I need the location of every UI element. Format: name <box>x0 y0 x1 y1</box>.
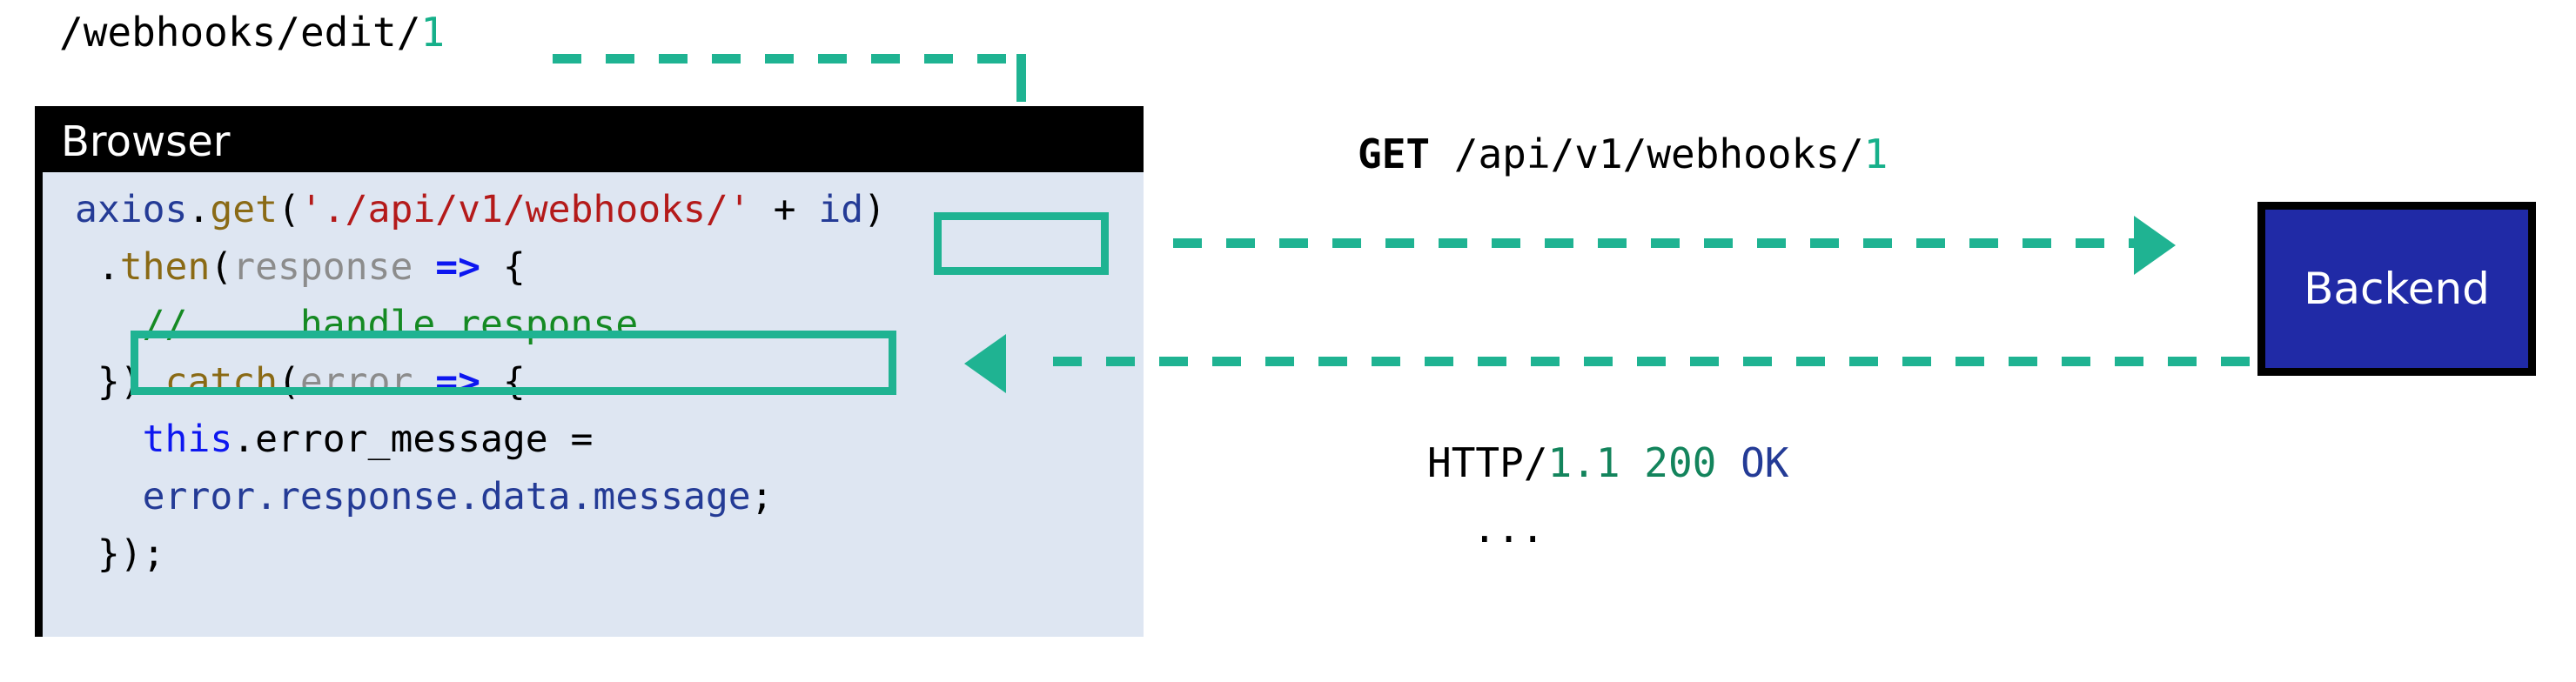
code-token: ; <box>750 475 774 518</box>
url-drop-segment-upper <box>1016 54 1026 102</box>
code-token: get <box>210 188 278 231</box>
response-space <box>1716 439 1741 486</box>
response-ellipsis: ... <box>1472 505 1546 552</box>
code-block: axios.get('./api/v1/webhooks/' + id) .th… <box>75 181 886 583</box>
highlight-box-id-concat <box>934 212 1109 275</box>
arrowhead-left-icon <box>964 334 1006 393</box>
request-path-text: /api/v1/webhooks/ <box>1453 130 1864 177</box>
request-method-text: GET <box>1358 130 1431 177</box>
code-token: .error_message = <box>232 418 594 461</box>
request-dashed-line <box>1173 238 2137 248</box>
code-token <box>75 475 143 518</box>
url-path-text: /webhooks/edit/ <box>59 9 421 56</box>
code-token: ) <box>863 188 887 231</box>
browser-code-area: axios.get('./api/v1/webhooks/' + id) .th… <box>35 172 1144 637</box>
url-to-code-dashed-line <box>553 54 1026 64</box>
code-line: axios.get('./api/v1/webhooks/' + id) <box>75 181 886 238</box>
code-token: => <box>435 245 481 289</box>
code-token: . <box>187 188 211 231</box>
url-label: /webhooks/edit/1 <box>59 9 445 56</box>
code-token: axios <box>75 188 188 231</box>
browser-window: Browser axios.get('./api/v1/webhooks/' +… <box>35 106 1144 637</box>
backend-box: Backend <box>2257 202 2536 376</box>
code-line: }).catch(error => { <box>75 353 886 411</box>
code-token: catch <box>164 360 278 404</box>
response-ok-text: OK <box>1741 439 1789 486</box>
url-id-text: 1 <box>420 9 446 56</box>
code-token <box>751 188 774 231</box>
code-token <box>75 418 143 461</box>
code-token: => <box>435 360 481 404</box>
request-space <box>1430 130 1454 177</box>
code-line: this.error_message = <box>75 411 886 468</box>
code-token: . <box>75 245 120 289</box>
code-line: error.response.data.message; <box>75 468 886 525</box>
code-line: // ... handle response ... <box>75 296 886 353</box>
code-token: response <box>232 245 413 289</box>
code-token: error <box>299 360 413 404</box>
code-token: id <box>818 188 864 231</box>
backend-label: Backend <box>2304 264 2490 314</box>
code-token: then <box>119 245 211 289</box>
request-label: GET /api/v1/webhooks/1 <box>1358 130 1888 177</box>
code-token: ( <box>210 245 233 289</box>
arrowhead-right-icon <box>2134 216 2176 275</box>
code-line: .then(response => { <box>75 238 886 296</box>
code-token <box>413 245 435 289</box>
code-token: this <box>142 418 233 461</box>
code-token: // ... handle response ... <box>142 303 728 346</box>
code-id-concat-fragment: + id) <box>774 188 886 231</box>
code-token: error.response.data.message <box>142 475 751 518</box>
browser-titlebar: Browser <box>35 106 1144 172</box>
code-token: ( <box>278 360 300 404</box>
request-id-text: 1 <box>1863 130 1888 177</box>
response-dashed-line <box>1053 357 2271 366</box>
code-token: }); <box>75 532 165 576</box>
highlight-box-handle-response <box>131 331 896 395</box>
code-line: }); <box>75 525 886 583</box>
browser-title-label: Browser <box>61 117 231 166</box>
response-version-status-text: 1.1 200 <box>1547 439 1717 486</box>
code-token: ( <box>278 188 300 231</box>
code-token: + <box>773 188 819 231</box>
code-token: './api/v1/webhooks/' <box>299 188 751 231</box>
response-proto-text: HTTP/ <box>1427 439 1548 486</box>
code-token: { <box>480 245 526 289</box>
code-token: { <box>480 360 526 404</box>
response-label: HTTP/1.1 200 OK <box>1427 431 1788 494</box>
